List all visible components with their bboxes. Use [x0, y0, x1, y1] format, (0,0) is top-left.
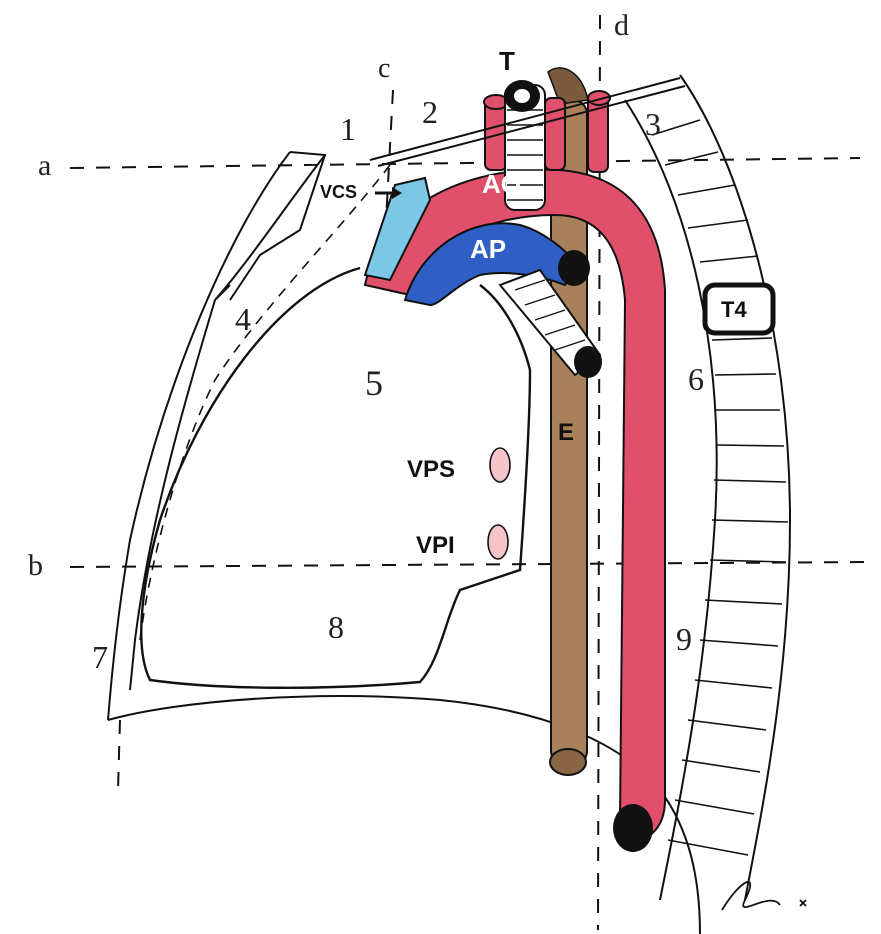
- vcs-arrow: [375, 187, 402, 199]
- t4-vertebra: [702, 282, 776, 336]
- label-pulmonary-artery: AP: [470, 234, 506, 264]
- region-2: 2: [422, 94, 438, 130]
- label-aorta: AO: [482, 169, 521, 199]
- line-a: [69, 157, 861, 169]
- label-vcs: VCS: [320, 182, 357, 202]
- label-esophagus: E: [558, 419, 574, 446]
- vps-oval: [489, 447, 511, 483]
- lung-outline: [140, 266, 532, 689]
- line-label-c: c: [378, 53, 390, 84]
- pulmonary-artery: [403, 222, 590, 307]
- reference-lines: [69, 14, 871, 931]
- region-5: 5: [365, 363, 383, 403]
- label-t4: T4: [721, 297, 747, 322]
- label-vps: VPS: [407, 456, 455, 483]
- pleural-dashes: [139, 164, 391, 641]
- line-label-b: b: [28, 549, 43, 582]
- pulmonary-veins: [487, 447, 511, 560]
- line-label-a: a: [38, 149, 51, 182]
- chest-wall: [107, 74, 792, 934]
- superior-vena-cava: [363, 176, 432, 282]
- line-7-vertical: [117, 719, 121, 791]
- region-4: 4: [235, 301, 251, 337]
- label-vpi: VPI: [416, 532, 455, 559]
- line-b: [69, 561, 871, 568]
- region-9: 9: [676, 621, 692, 657]
- label-trachea: T: [499, 46, 515, 76]
- vpi-oval: [487, 524, 509, 560]
- region-1: 1: [340, 111, 356, 147]
- line-label-d: d: [614, 9, 629, 42]
- region-7: 7: [92, 639, 108, 675]
- line-d: [597, 14, 601, 931]
- first-rib: [369, 77, 686, 167]
- signature: [721, 881, 807, 911]
- left-bronchus: [498, 268, 602, 378]
- spine-segments: [651, 119, 789, 856]
- region-3: 3: [645, 106, 661, 142]
- region-8: 8: [328, 609, 344, 645]
- region-6: 6: [688, 361, 704, 397]
